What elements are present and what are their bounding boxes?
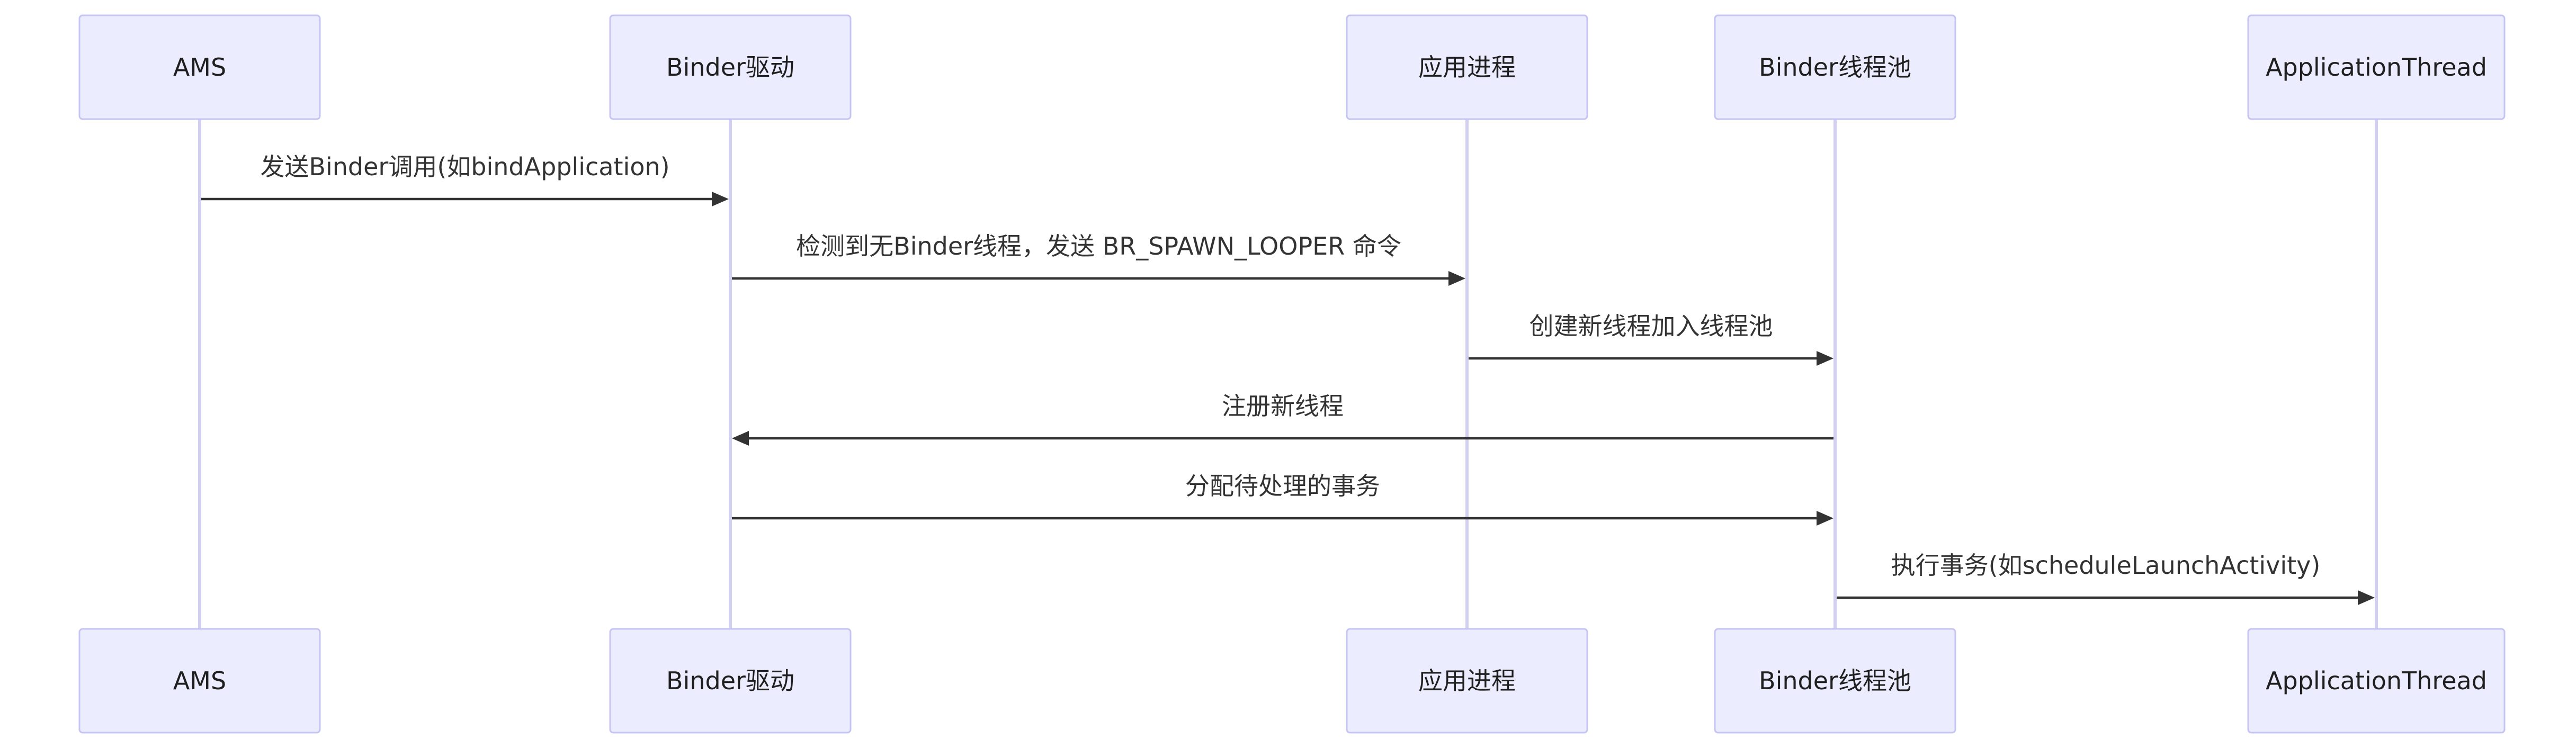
actors-top: AMS Binder驱动 应用进程 Binder线程池 ApplicationThrea… [78, 14, 2506, 120]
message-label: 分配待处理的事务 [1185, 472, 1380, 500]
actor-box [1346, 14, 1588, 120]
actor-app_thread-bottom: ApplicationThread [2247, 628, 2506, 734]
actors-bottom: AMS Binder驱动 应用进程 Binder线程池 ApplicationThrea… [78, 628, 2506, 734]
actor-ams-top: AMS [78, 14, 321, 120]
actor-label: ApplicationThread [2266, 53, 2487, 82]
message-1: 发送Binder调用(如bindApplication) [201, 152, 729, 206]
message-label: 发送Binder调用(如bindApplication) [260, 152, 669, 181]
arrowhead-icon [712, 192, 729, 206]
actor-box [2247, 14, 2506, 120]
message-label: 执行事务(如scheduleLaunchActivity) [1891, 551, 2321, 580]
actor-label: ApplicationThread [2266, 666, 2487, 695]
actor-box [609, 628, 852, 734]
arrowhead-icon [732, 431, 749, 446]
actor-binder_pool-bottom: Binder线程池 [1714, 628, 1956, 734]
messages: 发送Binder调用(如bindApplication) 检测到无Binder线程… [201, 152, 2375, 605]
actor-box [609, 14, 852, 120]
actor-ams-bottom: AMS [78, 628, 321, 734]
message-label: 注册新线程 [1222, 392, 1344, 420]
actor-label: Binder驱动 [666, 53, 794, 82]
actor-app_process-top: 应用进程 [1346, 14, 1588, 120]
actor-box [78, 14, 321, 120]
actor-binder_pool-top: Binder线程池 [1714, 14, 1956, 120]
arrowhead-icon [1817, 351, 1833, 366]
message-2: 检测到无Binder线程，发送 BR_SPAWN_LOOPER 命令 [732, 232, 1465, 286]
message-4: 注册新线程 [732, 392, 1833, 446]
arrowhead-icon [1448, 271, 1465, 286]
actor-label: 应用进程 [1418, 53, 1516, 82]
actor-label: Binder线程池 [1759, 666, 1911, 695]
arrowhead-icon [1817, 511, 1833, 526]
actor-binder_driver-bottom: Binder驱动 [609, 628, 852, 734]
actor-box [1714, 14, 1956, 120]
actor-label: AMS [173, 666, 226, 695]
actor-box [78, 628, 321, 734]
message-3: 创建新线程加入线程池 [1469, 312, 1833, 366]
actor-label: Binder驱动 [666, 666, 794, 695]
actor-label: AMS [173, 53, 226, 82]
actor-binder_driver-top: Binder驱动 [609, 14, 852, 120]
actor-box [1714, 628, 1956, 734]
actor-label: 应用进程 [1418, 666, 1516, 695]
message-6: 执行事务(如scheduleLaunchActivity) [1837, 551, 2375, 605]
actor-box [1346, 628, 1588, 734]
actor-box [2247, 628, 2506, 734]
actor-app_process-bottom: 应用进程 [1346, 628, 1588, 734]
actor-label: Binder线程池 [1759, 53, 1911, 82]
message-label: 检测到无Binder线程，发送 BR_SPAWN_LOOPER 命令 [796, 232, 1401, 260]
actor-app_thread-top: ApplicationThread [2247, 14, 2506, 120]
lifelines [198, 119, 2378, 629]
arrowhead-icon [2358, 590, 2375, 605]
message-label: 创建新线程加入线程池 [1529, 312, 1773, 340]
message-5: 分配待处理的事务 [732, 472, 1833, 526]
